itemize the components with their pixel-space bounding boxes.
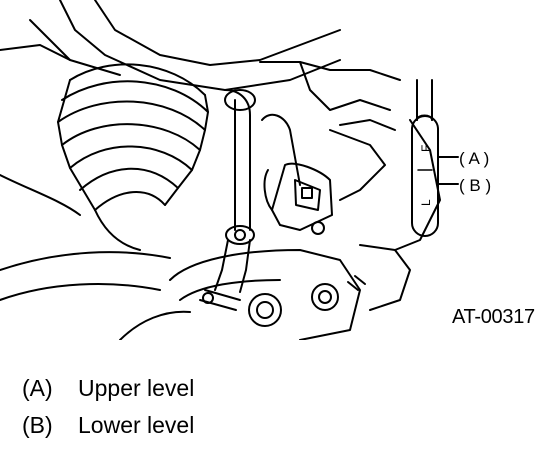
dipstick-gauge: [411, 79, 459, 237]
transmission-housing: [0, 119, 441, 340]
callout-a: ( A ): [459, 149, 489, 168]
dipstick-handle: [261, 113, 386, 235]
figure-code: AT-00317: [452, 306, 535, 328]
callout-b: ( B ): [459, 176, 491, 195]
legend-item-upper-level: (A) Upper level: [22, 375, 194, 402]
legend-key: (A): [22, 375, 53, 401]
coolant-pipe: [199, 89, 256, 311]
legend-key: (B): [22, 412, 53, 438]
legend-text: Lower level: [78, 412, 195, 438]
low-mark: L: [419, 199, 433, 206]
legend-text: Upper level: [78, 375, 195, 401]
legend-item-lower-level: (B) Lower level: [22, 412, 194, 439]
engine-structure: [0, 0, 401, 131]
full-mark: F: [419, 145, 433, 152]
intake-boot: [0, 63, 209, 251]
engine-bay-illustration: F L ( A ) ( B ): [0, 0, 491, 340]
